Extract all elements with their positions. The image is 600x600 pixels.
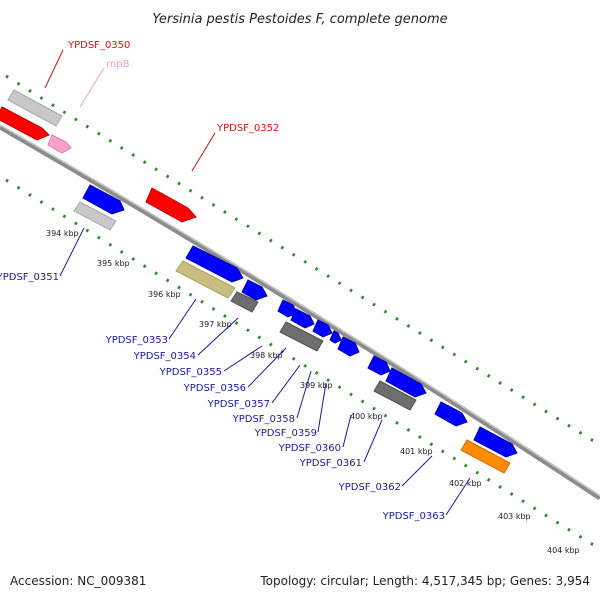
- gene-feature-rnpB: [47, 134, 72, 154]
- gene-label-ypdsf-0361: YPDSF_0361: [299, 458, 362, 469]
- leader-line-ypdsf-0361: [363, 419, 383, 463]
- gene-feature-blue-0357: [329, 330, 342, 344]
- gene-label-ypdsf-0352: YPDSF_0352: [216, 123, 279, 134]
- leader-line-ypdsf-0359: [317, 382, 327, 433]
- gene-feature-blue-0356: [312, 319, 333, 338]
- gene-feature-ypdsf-0355: [279, 321, 324, 352]
- scale-label: 397 kbp: [199, 320, 232, 329]
- leader-line-ypdsf-0350: [44, 49, 64, 89]
- gene-feature-ypdsf-0351: [73, 201, 117, 231]
- gene-labels: YPDSF_0350 rnpB YPDSF_0352 YPDSF_0351 YP…: [0, 40, 445, 522]
- gene-feature-blue-0354: [241, 279, 268, 301]
- gene-label-ypdsf-0356: YPDSF_0356: [183, 383, 246, 394]
- gene-label-ypdsf-0360: YPDSF_0360: [278, 443, 341, 454]
- leader-line-rnpB: [79, 67, 105, 108]
- genome-backbone-highlight: [0, 124, 600, 497]
- scale-label: 402 kbp: [449, 479, 482, 488]
- gene-feature-blue-0359: [367, 355, 391, 376]
- gene-feature-blue-0353: [185, 245, 244, 283]
- leader-line-ypdsf-0360: [342, 414, 352, 448]
- genome-summary-text: Topology: circular; Length: 4,517,345 bp…: [259, 574, 590, 588]
- leader-line-ypdsf-0353: [168, 298, 197, 340]
- gene-feature-blue-0355a: [277, 299, 298, 318]
- leader-line-ypdsf-0363: [445, 477, 471, 516]
- gene-features: [0, 89, 518, 474]
- gene-label-ypdsf-0363: YPDSF_0363: [382, 511, 445, 522]
- gene-label-ypdsf-0350: YPDSF_0350: [67, 40, 130, 51]
- leader-line-ypdsf-0355: [223, 345, 263, 372]
- gene-label-ypdsf-0353: YPDSF_0353: [105, 335, 168, 346]
- leader-line-ypdsf-0356: [247, 347, 287, 388]
- gene-feature-ypdsf-0353: [175, 260, 236, 299]
- gene-feature-ypdsf-0354: [230, 291, 259, 313]
- gene-label-ypdsf-0354: YPDSF_0354: [133, 351, 196, 362]
- leader-line-ypdsf-0357: [271, 364, 301, 404]
- gene-label-rnpB: rnpB: [106, 59, 130, 70]
- scale-label: 399 kbp: [300, 381, 333, 390]
- gene-label-ypdsf-0362: YPDSF_0362: [338, 482, 401, 493]
- gene-label-ypdsf-0357: YPDSF_0357: [207, 399, 270, 410]
- genome-title: Yersinia pestis Pestoides F, complete ge…: [152, 12, 447, 27]
- gene-feature-ypdsf-0363: [460, 439, 511, 474]
- gene-feature-ypdsf-0361: [373, 380, 417, 411]
- gene-feature-ypdsf-0350: [7, 89, 63, 127]
- scale-label: 394 kbp: [46, 229, 79, 238]
- scale-label: 395 kbp: [97, 259, 130, 268]
- leader-line-ypdsf-0354: [197, 317, 239, 356]
- scale-label: 398 kbp: [250, 351, 283, 360]
- genome-backbone: [0, 124, 600, 501]
- inner-tick-track: [5, 178, 600, 551]
- scale-label: 404 kbp: [547, 546, 580, 555]
- scale-label: 403 kbp: [498, 512, 531, 521]
- gene-feature-blue-0351: [82, 184, 125, 215]
- scale-label: 400 kbp: [350, 412, 383, 421]
- gene-label-ypdsf-0355: YPDSF_0355: [159, 367, 222, 378]
- scale-labels: 394 kbp 395 kbp 396 kbp 397 kbp 398 kbp …: [46, 229, 580, 555]
- gene-label-ypdsf-0358: YPDSF_0358: [232, 414, 295, 425]
- label-leader-lines: [44, 49, 471, 516]
- gene-feature-blue-0355b: [290, 308, 315, 329]
- gene-label-ypdsf-0351: YPDSF_0351: [0, 272, 59, 283]
- leader-line-ypdsf-0351: [59, 227, 85, 277]
- gene-feature-red-left: [0, 106, 50, 141]
- leader-line-ypdsf-0358: [296, 370, 312, 419]
- leader-line-ypdsf-0352: [191, 132, 216, 172]
- leader-line-ypdsf-0362: [401, 455, 433, 487]
- gene-feature-blue-0363: [473, 426, 518, 458]
- gene-label-ypdsf-0359: YPDSF_0359: [254, 428, 317, 439]
- accession-text: Accession: NC_009381: [10, 574, 146, 588]
- gene-feature-blue-0360: [385, 367, 427, 398]
- gene-feature-blue-0362: [434, 401, 468, 427]
- scale-label: 396 kbp: [148, 290, 181, 299]
- gene-feature-ypdsf-0352: [145, 187, 197, 223]
- scale-label: 401 kbp: [400, 447, 433, 456]
- outer-tick-track: [5, 74, 600, 447]
- gene-feature-blue-0358: [337, 336, 360, 357]
